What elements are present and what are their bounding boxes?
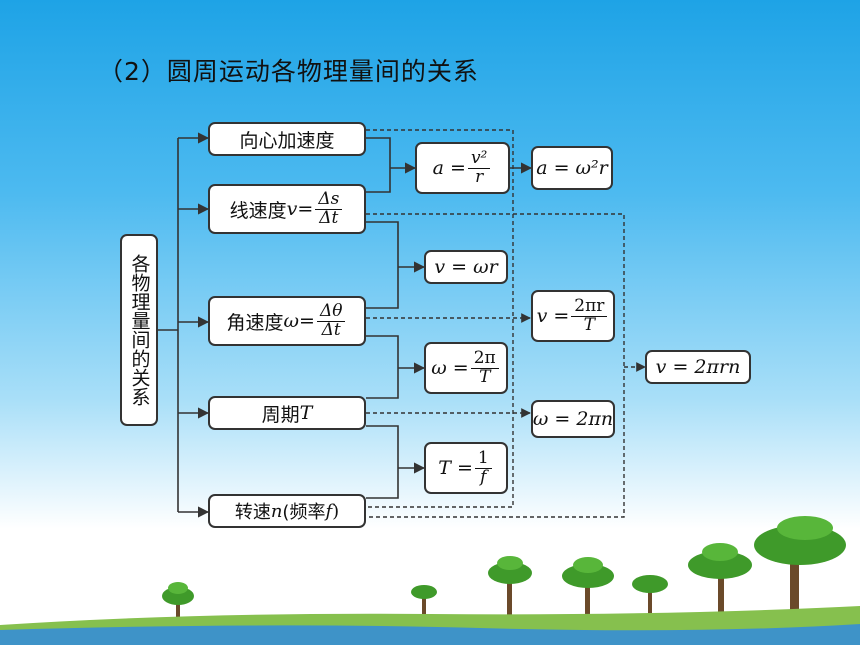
- fraction: 2π T: [470, 349, 499, 387]
- formula-lhs: v: [286, 198, 298, 220]
- denominator: r: [475, 166, 484, 187]
- node-label: 转速: [234, 502, 271, 523]
- node-label: 角速度: [226, 311, 284, 334]
- formula-v-wr: v = ωr: [424, 250, 508, 284]
- fraction: 2πr T: [571, 297, 608, 335]
- formula-a-w2r: a = ω²r: [531, 146, 613, 190]
- root-label: 各物理量间的关系: [128, 254, 151, 406]
- node-centripetal-acceleration: 向心加速度: [208, 122, 366, 156]
- numerator: 1: [474, 449, 492, 469]
- water: [0, 624, 860, 645]
- numerator: 2π: [470, 349, 499, 369]
- formula-v-2pir-T: v = 2πr T: [531, 290, 615, 342]
- formula-w-2pin: ω = 2πn: [531, 400, 615, 438]
- formula-lhs: v: [536, 305, 548, 327]
- fraction: Δs Δt: [315, 190, 343, 228]
- numerator: v²: [467, 149, 491, 169]
- fraction: 1 f: [474, 449, 492, 487]
- formula-a-v2-r: a = v² r: [415, 142, 510, 194]
- formula-lhs: a: [432, 157, 444, 179]
- node-label: ): [332, 500, 340, 522]
- node-rotation-speed: 转速 n (频率 f ): [208, 494, 366, 528]
- fraction: v² r: [467, 149, 491, 187]
- node-symbol: f: [325, 500, 333, 522]
- formula-lhs: ω: [283, 310, 300, 332]
- formula-T-1-f: T = 1 f: [424, 442, 508, 494]
- denominator: f: [480, 466, 487, 487]
- denominator: Δt: [319, 207, 339, 228]
- node-angular-velocity: 角速度 ω = Δθ Δt: [208, 296, 366, 346]
- numerator: Δs: [315, 190, 343, 210]
- node-label: (频率: [282, 502, 326, 523]
- denominator: T: [479, 366, 491, 387]
- node-label: 向心加速度: [239, 129, 335, 152]
- node-label: 周期: [261, 403, 300, 426]
- root-node: 各物理量间的关系: [120, 234, 158, 426]
- node-label: 线速度: [229, 199, 287, 222]
- node-symbol: T: [299, 402, 313, 424]
- page-title: （2）圆周运动各物理量间的关系: [98, 57, 479, 86]
- tree-icon: [162, 516, 846, 624]
- node-symbol: n: [270, 500, 283, 522]
- node-period: 周期 T: [208, 396, 366, 430]
- numerator: Δθ: [316, 302, 346, 322]
- formula-w-2pi-T: ω = 2π T: [424, 342, 508, 394]
- denominator: Δt: [321, 319, 341, 340]
- fraction: Δθ Δt: [316, 302, 346, 340]
- formula-lhs: T: [438, 457, 451, 479]
- formula-lhs: ω: [431, 357, 447, 379]
- numerator: 2πr: [571, 297, 608, 317]
- node-linear-velocity: 线速度 v = Δs Δt: [208, 184, 366, 234]
- denominator: T: [583, 314, 596, 335]
- formula-v-2pirn: v = 2πrn: [645, 350, 751, 384]
